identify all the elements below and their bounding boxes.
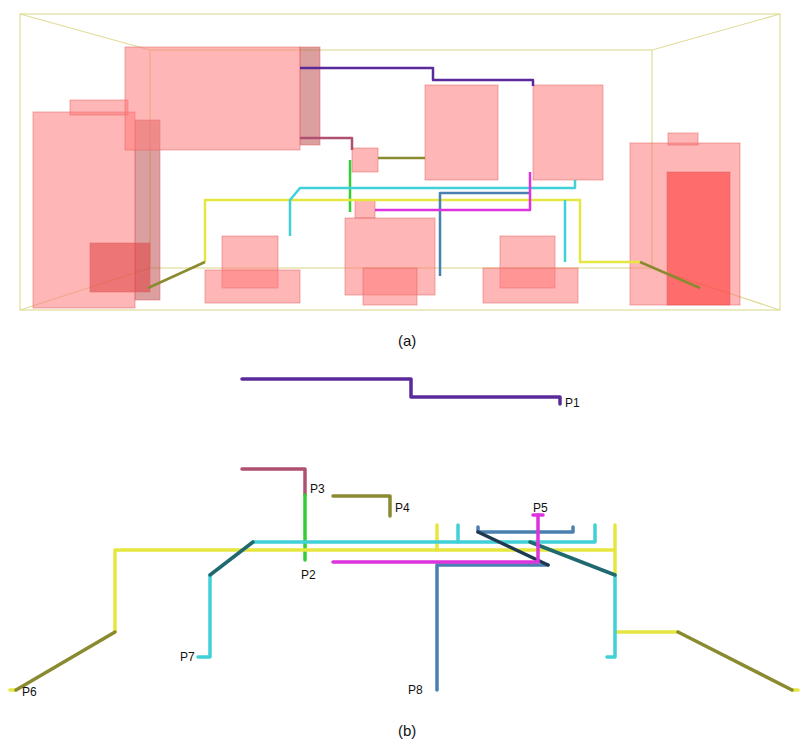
pipe-label: P3 (310, 483, 325, 495)
pipe-label: P2 (301, 569, 316, 581)
pipe-label: P5 (533, 502, 548, 514)
subfigure-label: (b) (398, 723, 416, 738)
pipe-label: P6 (22, 686, 37, 698)
pipe-label: P8 (408, 684, 423, 696)
pipe-label: P1 (565, 397, 580, 409)
subfigure-label: (a) (398, 333, 416, 348)
pipe-label: P4 (395, 502, 410, 514)
pipe-label: P7 (180, 651, 195, 663)
